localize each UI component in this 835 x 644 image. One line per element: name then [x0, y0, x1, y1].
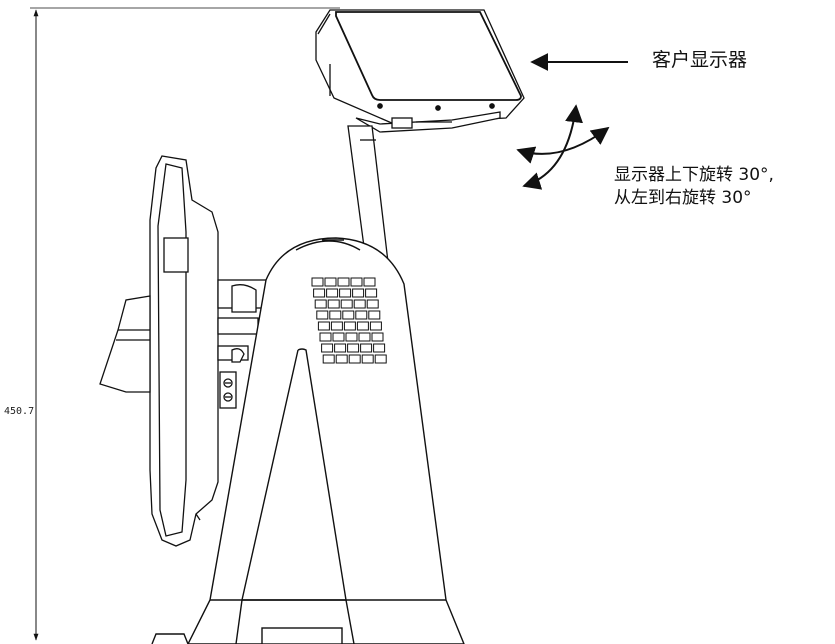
vent-slot: [324, 277, 337, 287]
vent-slot: [358, 332, 371, 342]
vent-slot: [327, 299, 340, 309]
vent-slot: [368, 310, 381, 320]
main-screen: [99, 155, 219, 547]
vent-slot: [348, 354, 361, 364]
vent-slot: [317, 321, 330, 331]
vent-slot: [374, 354, 387, 364]
vent-slot: [321, 343, 334, 353]
vent-slot: [313, 288, 326, 298]
vent-slot: [350, 277, 363, 287]
height-dimension: [30, 7, 340, 641]
vent-slot: [352, 288, 365, 298]
customer-display-label: 客户显示器: [652, 49, 748, 71]
vent-slot: [356, 321, 369, 331]
vent-slot: [365, 288, 378, 298]
vent-slot: [371, 332, 384, 342]
vent-slot: [334, 343, 347, 353]
rotation-arrows: [516, 104, 610, 190]
rotation-note-line2: 从左到右旋转 30°: [614, 188, 752, 208]
vent-slot: [347, 343, 360, 353]
vent-slot: [319, 332, 332, 342]
vent-slot: [343, 321, 356, 331]
height-dimension-value: 450.7: [4, 406, 35, 417]
vent-slot: [337, 277, 350, 287]
vent-slot: [314, 299, 327, 309]
vent-slot: [311, 277, 324, 287]
vent-slot: [322, 354, 335, 364]
vent-slot: [340, 299, 353, 309]
vent-slot: [366, 299, 379, 309]
vent-slot: [373, 343, 386, 353]
vent-slot: [360, 343, 373, 353]
vent-slot: [369, 321, 382, 331]
stand-column: [151, 237, 465, 644]
vent-grid: [311, 277, 387, 364]
rotation-note-line1: 显示器上下旋转 30°,: [614, 165, 774, 185]
vent-slot: [316, 310, 329, 320]
customer-display: [315, 9, 525, 133]
vent-slot: [361, 354, 374, 364]
vent-slot: [355, 310, 368, 320]
vent-slot: [332, 332, 345, 342]
vent-slot: [326, 288, 339, 298]
vent-slot: [329, 310, 342, 320]
vent-slot: [345, 332, 358, 342]
vent-slot: [330, 321, 343, 331]
vent-slot: [339, 288, 352, 298]
vent-slot: [363, 277, 376, 287]
vent-slot: [342, 310, 355, 320]
vent-slot: [335, 354, 348, 364]
vent-slot: [353, 299, 366, 309]
